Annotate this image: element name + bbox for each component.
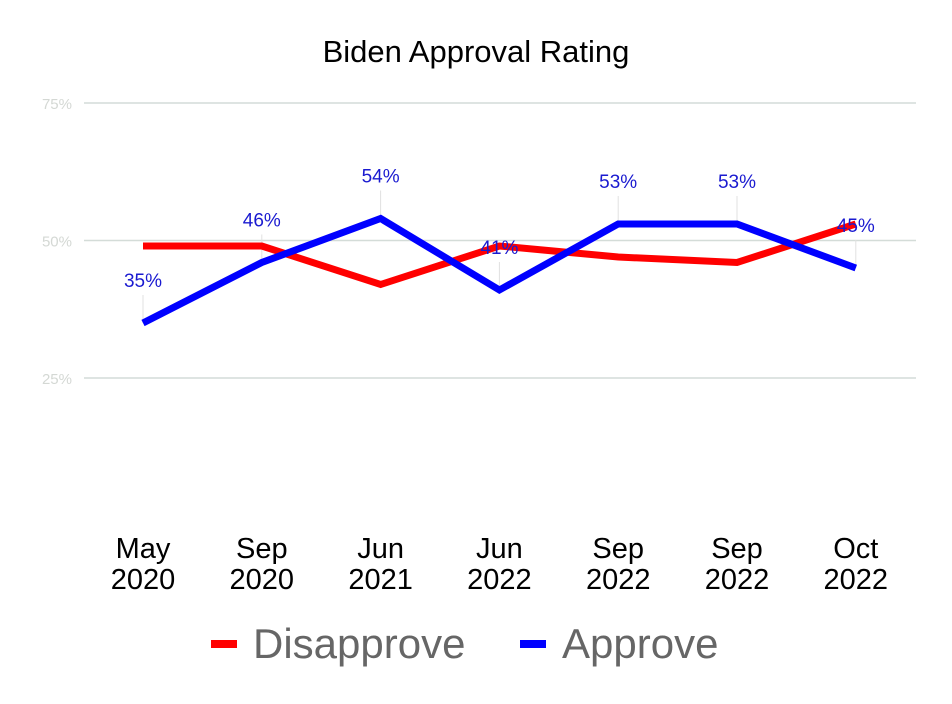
gridlines: 25% 50% 75% [42, 96, 916, 388]
y-tick-label: 50% [42, 234, 72, 251]
legend-swatch-approve [520, 640, 546, 648]
series-line-approve [141, 214, 858, 327]
y-tick-label: 25% [42, 371, 72, 388]
legend-label: Approve [562, 620, 718, 667]
legend-label: Disapprove [253, 620, 465, 667]
data-labels: 35% 46% 54% 41% 53% 53% 45% [124, 167, 875, 293]
legend: Disapprove Approve [211, 620, 718, 667]
data-label: 54% [362, 167, 400, 188]
data-label: 53% [718, 172, 756, 193]
data-label: 41% [480, 238, 518, 259]
data-label: 45% [837, 216, 875, 237]
chart-title: Biden Approval Rating [323, 34, 630, 69]
y-tick-label: 75% [42, 96, 72, 113]
label-leaders [142, 190, 857, 323]
legend-swatch-disapprove [211, 640, 237, 648]
data-label: 53% [599, 172, 637, 193]
series-lines [141, 214, 858, 327]
data-label: 35% [124, 271, 162, 292]
data-label: 46% [243, 211, 281, 232]
series-line-disapprove [143, 220, 857, 289]
